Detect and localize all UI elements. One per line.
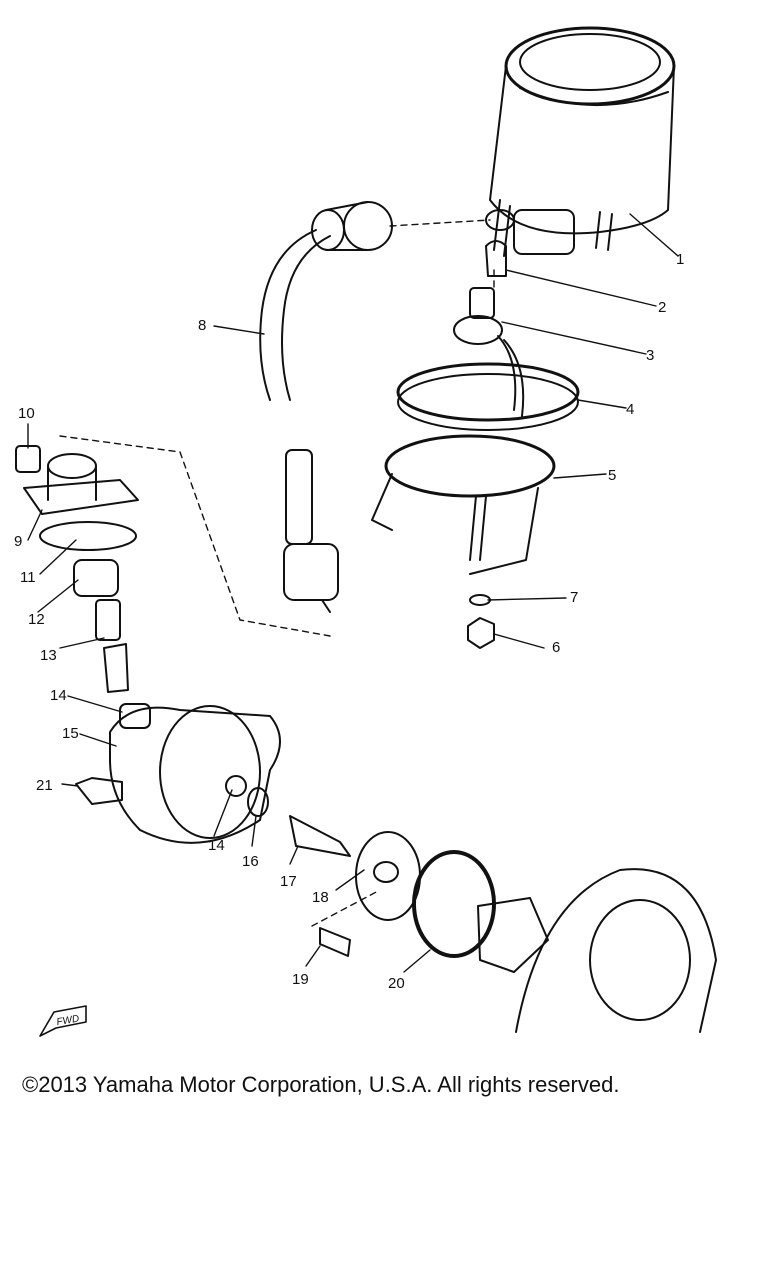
copyright-notice: ©2013 Yamaha Motor Corporation, U.S.A. A… (22, 1072, 620, 1097)
callout-9: 9 (14, 533, 22, 550)
callout-11: 11 (20, 569, 36, 586)
callout-19: 19 (292, 971, 309, 988)
callout-16: 16 (242, 853, 259, 870)
crankcase-cover (477, 868, 717, 1033)
washer-and-nut (467, 594, 495, 649)
callout-5: 5 (608, 467, 616, 484)
callout-12: 12 (28, 611, 45, 628)
guide-lines (59, 219, 495, 927)
callout-1: 1 (676, 251, 684, 268)
callout-8: 8 (198, 317, 206, 334)
fwd-arrow-icon: FWD (39, 1005, 87, 1037)
bulb-socket (453, 287, 525, 417)
callout-6: 6 (552, 639, 560, 656)
speedometer-gauge (485, 26, 676, 257)
leader-lines (27, 213, 679, 973)
callout-15: 15 (62, 725, 79, 742)
callout-7: 7 (570, 589, 578, 606)
callout-4: 4 (626, 401, 634, 418)
callout-13: 13 (40, 647, 57, 664)
cushion-ring (396, 362, 580, 431)
callout-21: 21 (36, 777, 53, 794)
fwd-label: FWD (56, 1013, 80, 1028)
callout-10: 10 (18, 405, 35, 422)
meter-cable (259, 201, 393, 613)
callout-18: 18 (312, 889, 329, 906)
callout-17: 17 (280, 873, 297, 890)
gear-housing (75, 703, 351, 857)
callout-3: 3 (646, 347, 654, 364)
callout-20: 20 (388, 975, 405, 992)
callout-labels: 1 2 3 4 5 6 7 8 9 10 11 12 13 14 14 15 1… (14, 251, 684, 992)
callout-14-upper: 14 (50, 687, 67, 704)
meter-bracket (371, 434, 556, 575)
callout-14-lower: 14 (208, 837, 225, 854)
drive-housing-stack (15, 445, 139, 693)
bulb (485, 240, 507, 277)
exploded-parts-diagram: 1 2 3 4 5 6 7 8 9 10 11 12 13 14 14 15 1… (14, 26, 717, 1037)
callout-2: 2 (658, 299, 666, 316)
